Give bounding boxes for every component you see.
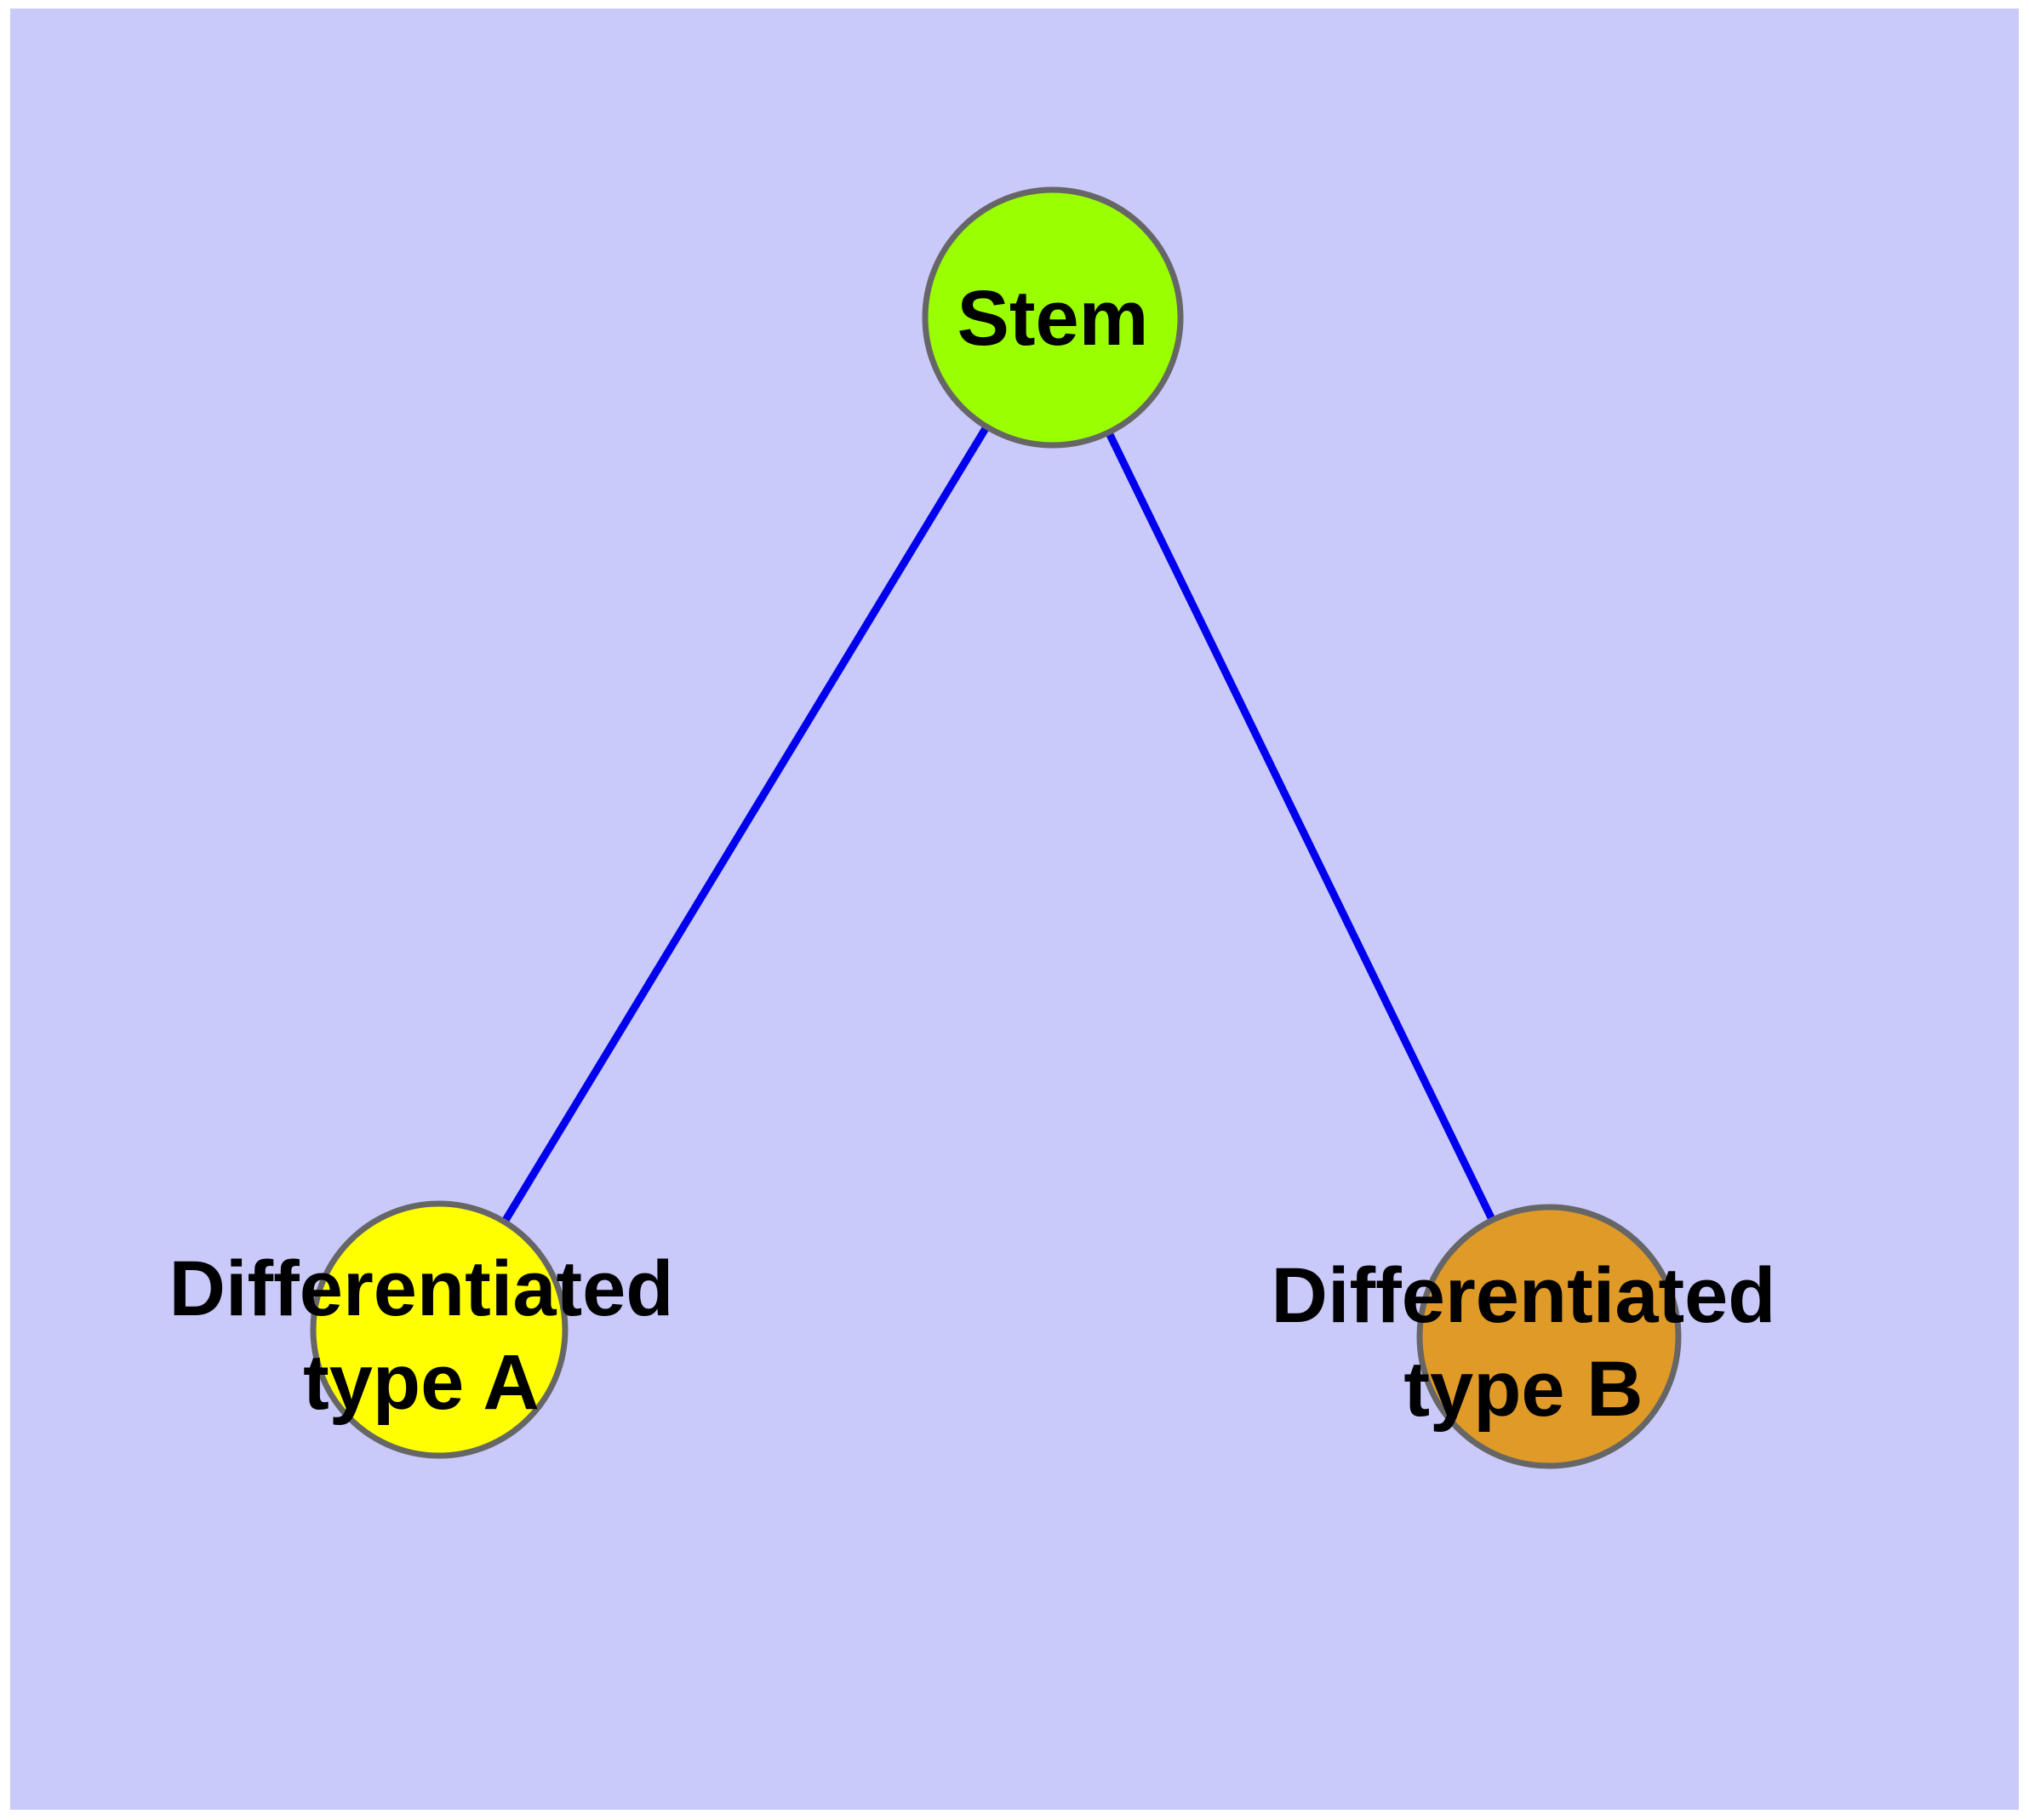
node-differentiated-a-circle[interactable]	[310, 1200, 569, 1459]
node-differentiated-b-label-line2: type B	[1403, 1346, 1643, 1433]
node-differentiated-a-label-line1: Differentiated	[169, 1245, 674, 1332]
node-stem-circle[interactable]	[922, 186, 1184, 449]
edges-layer	[436, 315, 1553, 1338]
edge-stem-to-differentiated-a[interactable]	[436, 315, 1056, 1332]
node-differentiated-b-circle[interactable]	[1416, 1204, 1682, 1469]
node-differentiated-b-label-line1: Differentiated	[1272, 1252, 1776, 1339]
node-stem-label: Stem	[957, 275, 1149, 362]
node-differentiated-a-label-line2: type A	[303, 1339, 540, 1426]
nodes-layer	[310, 186, 1682, 1469]
labels-layer: Stem Differentiated type A Differentiate…	[169, 275, 1776, 1433]
edge-stem-to-differentiated-b[interactable]	[1049, 316, 1553, 1338]
